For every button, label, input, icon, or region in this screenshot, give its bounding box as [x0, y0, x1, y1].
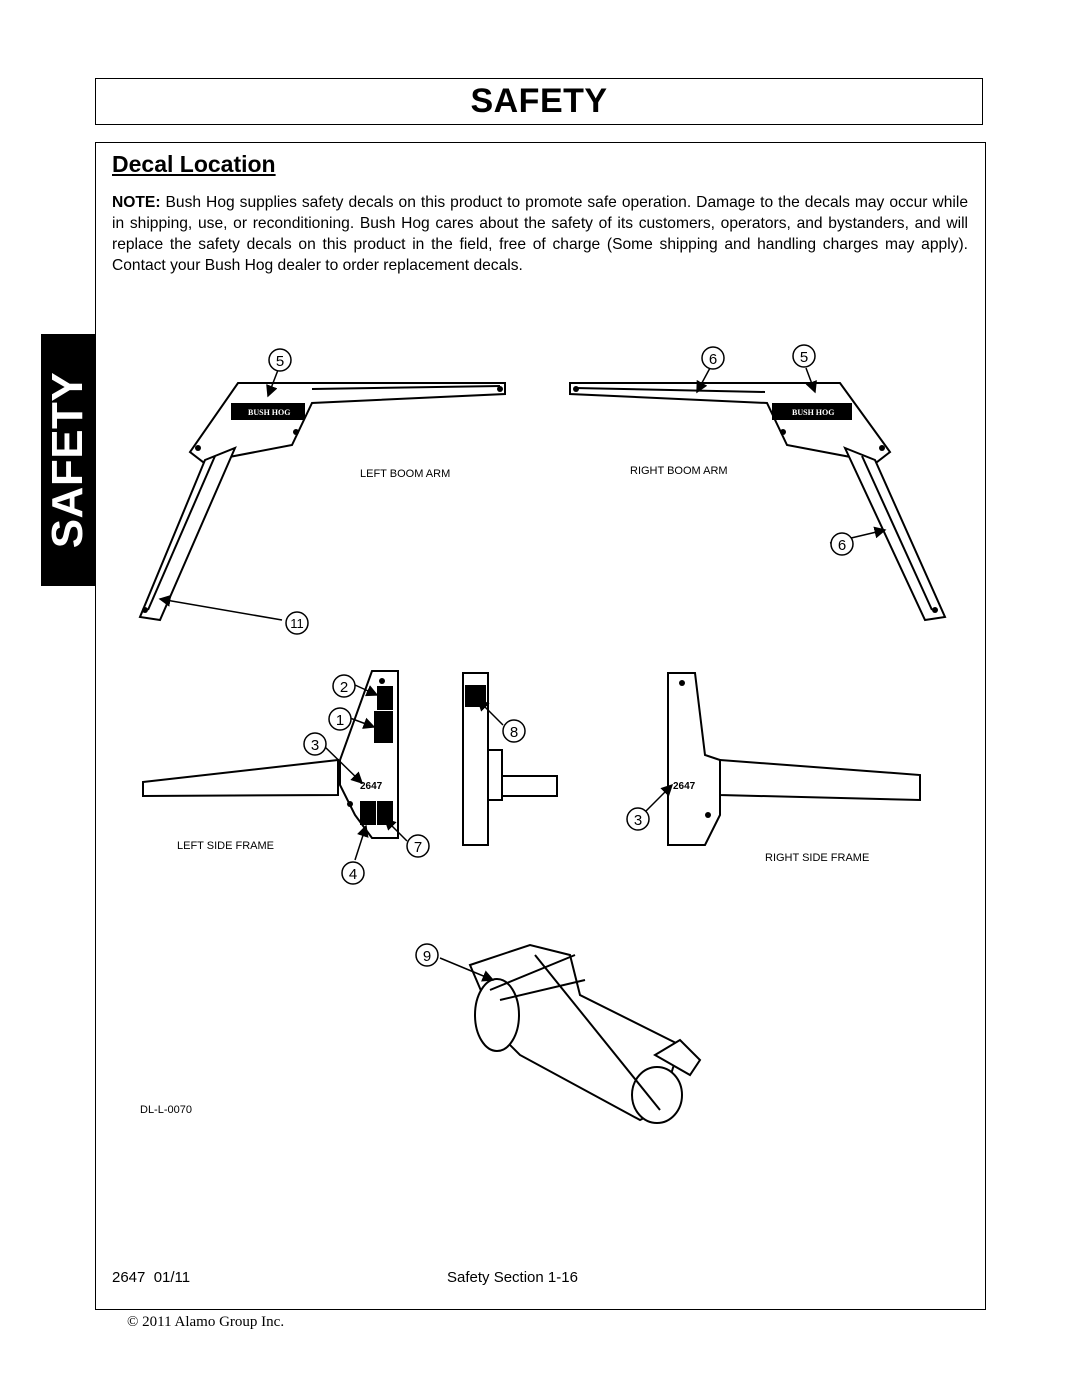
callout-8: 8	[510, 724, 518, 741]
right-side-frame-label: RIGHT SIDE FRAME	[765, 852, 869, 864]
right-boom-arm-label: RIGHT BOOM ARM	[630, 465, 728, 477]
note-text: Bush Hog supplies safety decals on this …	[112, 194, 968, 274]
footer-model-date: 2647 01/11	[112, 1269, 191, 1286]
note-label: NOTE:	[112, 194, 161, 211]
footer-page-number: Safety Section 1-16	[447, 1269, 578, 1286]
left-frame-model-decal: 2647	[360, 781, 383, 792]
side-tab: SAFETY	[41, 334, 95, 586]
callout-11: 11	[290, 616, 304, 631]
left-boom-brand-decal: BUSH HOG	[248, 408, 290, 417]
callout-4: 4	[349, 866, 357, 883]
cutter-roller	[468, 943, 702, 1124]
right-side-frame	[667, 672, 921, 846]
left-side-frame	[142, 670, 399, 839]
callout-7: 7	[414, 839, 422, 856]
page-header: SAFETY	[95, 78, 983, 125]
side-tab-label: SAFETY	[43, 371, 92, 549]
callout-6-right-arm: 6	[838, 537, 846, 554]
callout-2: 2	[340, 679, 348, 696]
right-boom-arm	[569, 382, 947, 622]
callout-3-right: 3	[634, 812, 642, 829]
left-boom-arm	[138, 382, 506, 622]
note-paragraph: NOTE: Bush Hog supplies safety decals on…	[112, 192, 968, 276]
callout-1: 1	[336, 712, 344, 729]
section-title: Decal Location	[112, 151, 276, 177]
copyright: © 2011 Alamo Group Inc.	[127, 1314, 285, 1330]
left-side-frame-label: LEFT SIDE FRAME	[177, 840, 274, 852]
content-frame	[95, 142, 986, 1310]
right-boom-brand-decal: BUSH HOG	[792, 408, 834, 417]
callout-9: 9	[423, 948, 431, 965]
page-header-title: SAFETY	[470, 82, 608, 120]
callout-3-left: 3	[311, 737, 319, 754]
decal-location-diagram: BUSH HOG LEFT BOOM ARM BUSH HOG RIGHT BO…	[138, 344, 947, 1124]
drawing-id: DL-L-0070	[140, 1104, 192, 1116]
callout-5-left: 5	[276, 353, 284, 370]
right-frame-model-decal: 2647	[673, 781, 696, 792]
callout-6-right-top: 6	[709, 351, 717, 368]
left-boom-arm-label: LEFT BOOM ARM	[360, 468, 450, 480]
center-frame	[462, 672, 558, 846]
callout-5-right: 5	[800, 349, 808, 366]
